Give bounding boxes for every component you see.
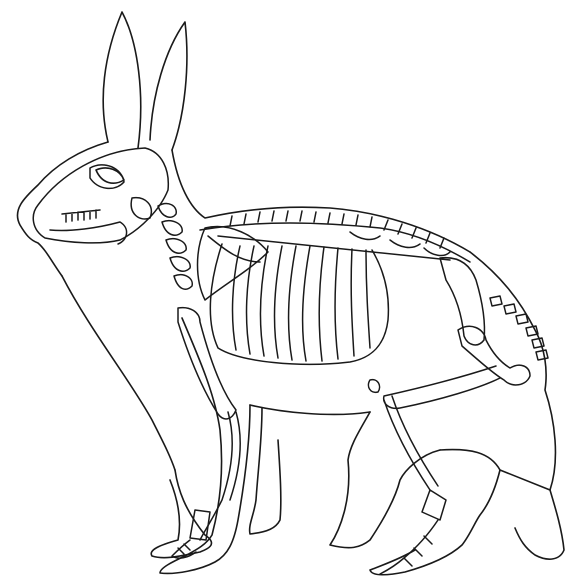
rabbit-skeleton-figure <box>0 0 574 577</box>
rabbit-skeleton-drawing <box>0 0 574 577</box>
